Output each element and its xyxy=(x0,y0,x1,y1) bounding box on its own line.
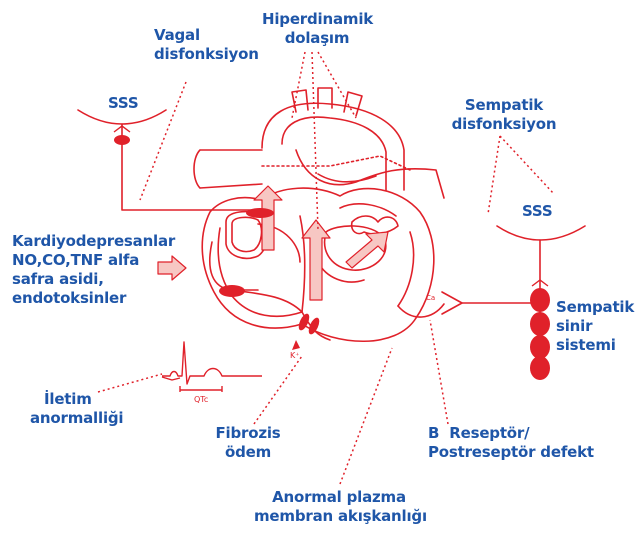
label-fibrozis-line1: Fibrozis xyxy=(208,424,288,443)
label-hiperdinamik-line2: dolaşım xyxy=(262,29,372,48)
label-iletim-line2: anormalliği xyxy=(30,409,123,428)
sympathetic-ganglion-3 xyxy=(530,335,550,359)
label-sempatik-sinir: Sempatik sinir sistemi xyxy=(556,298,634,355)
label-kardiyo-line1: Kardiyodepresanlar xyxy=(12,232,175,251)
label-kardiyo-line4: endotoksinler xyxy=(12,289,175,308)
receptor-chevron xyxy=(442,292,462,314)
label-sempatik-line2: disfonksiyon xyxy=(448,115,560,134)
potassium-label: K⁺ xyxy=(290,351,299,360)
label-hiperdinamik-line1: Hiperdinamik xyxy=(262,10,372,29)
sympathetic-ganglion-4 xyxy=(530,356,550,380)
label-b-reseptor: B Reseptör/ Postreseptör defekt xyxy=(428,424,594,462)
sympathetic-ganglion-2 xyxy=(530,312,550,336)
label-anormal-plazma: Anormal plazma membran akışkanlığı xyxy=(254,488,424,526)
pointer-hiper-2 xyxy=(312,52,318,230)
label-sss-left: SSS xyxy=(108,94,138,113)
label-sempatik-line1: Sempatik xyxy=(448,96,560,115)
vessel-branch-3 xyxy=(344,92,362,116)
label-sss-right: SSS xyxy=(522,202,552,221)
label-vagal: Vagal disfonksiyon xyxy=(154,26,259,64)
label-vagal-line1: Vagal xyxy=(154,26,259,45)
pointer-breseptor xyxy=(430,320,448,424)
label-iletim: İletim anormalliği xyxy=(30,390,123,428)
sss-left-node xyxy=(114,135,130,145)
conduction-path xyxy=(210,224,302,312)
pointer-hiper-1 xyxy=(292,52,305,118)
label-vagal-line2: disfonksiyon xyxy=(154,45,259,64)
pointer-hiper-3 xyxy=(318,52,356,118)
label-sempatik-disfonksiyon: Sempatik disfonksiyon xyxy=(448,96,560,134)
right-sss-arc xyxy=(497,226,585,240)
calcium-label: Ca xyxy=(426,294,435,302)
label-breseptor-line1: B Reseptör/ xyxy=(428,424,594,443)
qtc-label: QTc xyxy=(194,395,208,404)
label-sempatik-sinir-line1: Sempatik xyxy=(556,298,634,317)
pointer-sempatik-2 xyxy=(500,136,554,194)
label-breseptor-line2: Postreseptör defekt xyxy=(428,443,594,462)
label-sempatik-sinir-line2: sinir xyxy=(556,317,634,336)
label-hiperdinamik: Hiperdinamik dolaşım xyxy=(262,10,372,48)
sa-node xyxy=(246,208,274,218)
label-anormal-line1: Anormal plazma xyxy=(254,488,424,507)
label-anormal-line2: membran akışkanlığı xyxy=(254,507,424,526)
av-node xyxy=(219,285,245,297)
sympathetic-ganglion-1 xyxy=(530,288,550,312)
pointer-sempatik-1 xyxy=(488,136,500,214)
label-fibrozis-line2: ödem xyxy=(208,443,288,462)
flow-arrow-right xyxy=(346,232,388,268)
vena-cava xyxy=(194,150,262,188)
label-sss-right-text: SSS xyxy=(522,202,552,221)
qtc-bracket xyxy=(180,386,222,392)
pointer-vagal xyxy=(140,82,186,200)
label-fibrozis: Fibrozis ödem xyxy=(208,424,288,462)
vessel-branch-1 xyxy=(292,90,308,112)
pointer-fibrozis xyxy=(254,356,302,424)
label-kardiyo-line3: safra asidi, xyxy=(12,270,175,289)
flow-arrow-left xyxy=(254,186,282,250)
ecg-trace xyxy=(162,342,262,384)
vessel-branch-2 xyxy=(318,88,332,108)
label-kardiyodepresanlar: Kardiyodepresanlar NO,CO,TNF alfa safra … xyxy=(12,232,175,308)
pointer-anormal xyxy=(340,348,392,484)
label-kardiyo-line2: NO,CO,TNF alfa xyxy=(12,251,175,270)
label-iletim-line1: İletim xyxy=(30,390,123,409)
k-arrow xyxy=(292,340,300,350)
aortic-arch xyxy=(262,103,404,190)
label-sss-left-text: SSS xyxy=(108,94,138,113)
label-sempatik-sinir-line3: sistemi xyxy=(556,336,634,355)
flow-arrow-center xyxy=(302,220,330,300)
